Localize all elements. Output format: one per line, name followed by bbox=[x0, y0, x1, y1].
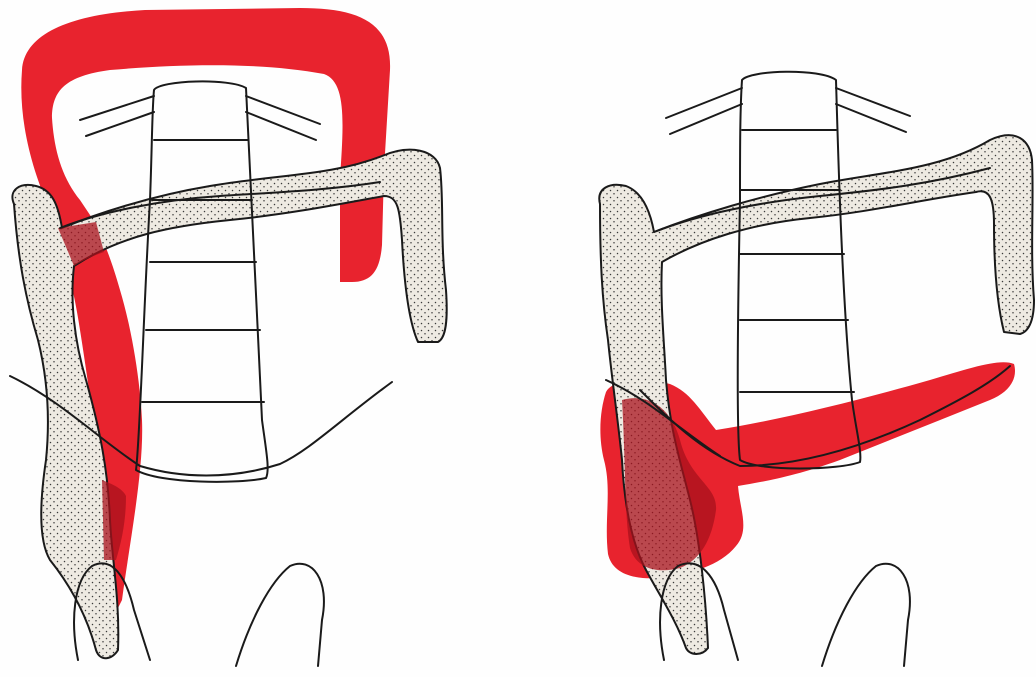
right-rib-left-1 bbox=[666, 88, 742, 118]
left-panel bbox=[10, 8, 447, 666]
right-panel bbox=[599, 72, 1034, 666]
left-rib-right-2 bbox=[246, 112, 316, 140]
left-rib-right-1 bbox=[246, 96, 320, 124]
left-spine bbox=[136, 81, 268, 481]
right-rib-left-2 bbox=[670, 104, 742, 134]
right-rib-right-2 bbox=[836, 104, 906, 132]
right-rib-right-1 bbox=[836, 88, 910, 116]
left-pelvic-bone-right bbox=[236, 564, 324, 666]
right-pelvic-bone-right bbox=[822, 564, 910, 666]
